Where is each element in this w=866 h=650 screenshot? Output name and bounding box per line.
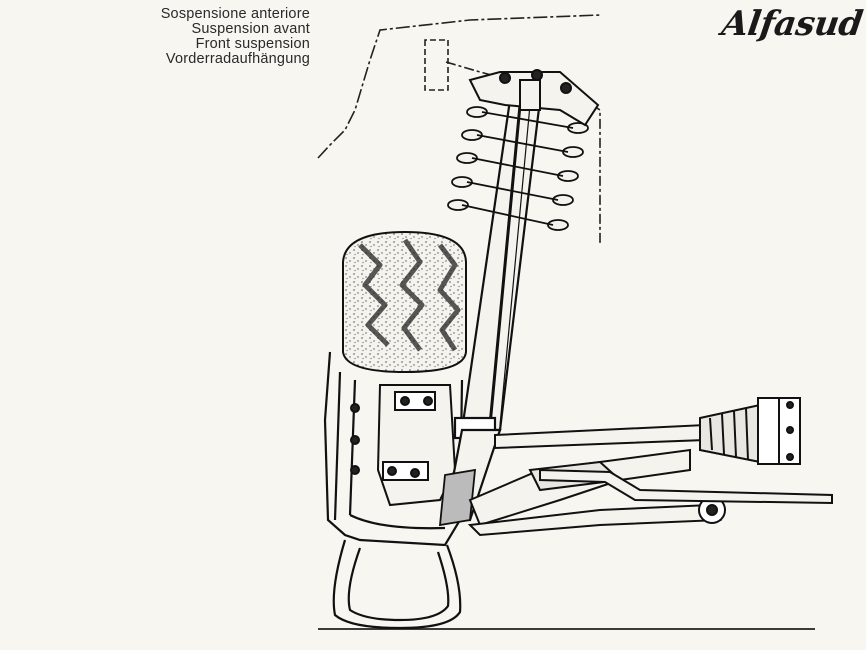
wheel-rim (323, 351, 464, 630)
caption-french: Suspension avant (191, 21, 310, 37)
strut-top-mount (468, 69, 600, 127)
dust-boot (438, 468, 477, 527)
coil-spring (447, 106, 589, 231)
caption-german: Vorderradaufhängung (165, 51, 310, 67)
caption-italian: Sospensione anteriore (160, 6, 310, 22)
anti-roll-bar (539, 468, 833, 505)
caption-block: Sospensione anteriore Suspension avant F… (161, 7, 310, 67)
steering-knuckle (350, 384, 457, 507)
body-outline (317, 14, 601, 245)
tyre (342, 230, 467, 374)
caption-english: Front suspension (195, 36, 310, 52)
drive-shaft (494, 397, 801, 465)
